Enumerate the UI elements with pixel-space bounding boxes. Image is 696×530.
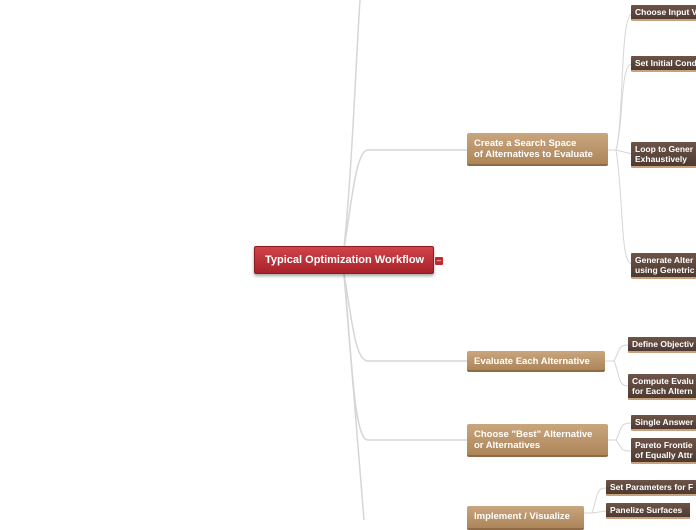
leaf-set-parameters[interactable]: Set Parameters for F: [606, 480, 696, 496]
leaf-label-line: using Genetric: [635, 265, 695, 275]
leaf-label-line: Single Answer: [635, 417, 694, 427]
branch-label-line: of Alternatives to Evaluate: [474, 149, 593, 160]
leaf-define-objective[interactable]: Define Objectiv: [628, 337, 696, 353]
connector-leaf-5: [604, 344, 629, 362]
leaf-label-line: Set Parameters for F: [610, 482, 694, 492]
branch-implement-visualize[interactable]: Implement / Visualize: [467, 506, 584, 530]
leaf-loop-to-generate[interactable]: Loop to Gener Exhaustively: [631, 142, 696, 168]
connector-leaf-7: [607, 422, 632, 441]
leaf-single-answer[interactable]: Single Answer: [631, 415, 696, 431]
branch-label-line: Implement / Visualize: [474, 511, 570, 522]
leaf-label-line: Loop to Gener: [635, 144, 694, 154]
leaf-label-line: Generate Alter: [635, 255, 694, 265]
leaf-label-line: Compute Evalu: [632, 376, 694, 386]
leaf-panelize-surfaces[interactable]: Panelize Surfaces: [606, 503, 690, 519]
connector-leaf-6: [613, 360, 629, 387]
root-topic-label: Typical Optimization Workflow: [265, 254, 425, 266]
connector-leaf-3: [615, 149, 633, 155]
leaf-choose-input[interactable]: Choose Input V: [631, 5, 696, 21]
connector-leaf-8: [615, 439, 632, 452]
leaf-label-line: Set Initial Cond: [635, 58, 696, 68]
branch-label-line: Evaluate Each Alternative: [474, 356, 590, 367]
leaf-pareto-frontier[interactable]: Pareto Frontie of Equally Attr: [631, 438, 696, 464]
connector-leaf-9: [583, 487, 607, 514]
leaf-label-line: for Each Altern: [632, 386, 693, 396]
leaf-set-initial-conditions[interactable]: Set Initial Cond: [631, 56, 696, 72]
connector-leaf-2: [615, 63, 633, 151]
leaf-label-line: Exhaustively: [635, 154, 687, 164]
connector-root-search-space: [343, 149, 467, 249]
leaf-label-line: Pareto Frontie: [635, 440, 693, 450]
collapse-minus-icon[interactable]: −: [435, 257, 443, 265]
connector-leaf-4: [615, 149, 633, 265]
leaf-label-line: Panelize Surfaces: [610, 505, 683, 515]
leaf-compute-evaluation[interactable]: Compute Evalu for Each Altern: [628, 374, 696, 400]
branch-label-line: Create a Search Space: [474, 138, 577, 149]
connector-top-offscreen: [343, 0, 361, 249]
branch-label-line: Choose "Best" Alternative: [474, 429, 593, 440]
branch-create-search-space[interactable]: Create a Search Space of Alternatives to…: [467, 133, 608, 166]
root-topic[interactable]: Typical Optimization Workflow: [254, 246, 434, 274]
branch-label-line: or Alternatives: [474, 440, 541, 451]
leaf-label-line: Choose Input V: [635, 7, 696, 17]
leaf-label-line: Define Objectiv: [632, 339, 694, 349]
connector-root-evaluate: [343, 273, 467, 362]
branch-evaluate-each-alternative[interactable]: Evaluate Each Alternative: [467, 351, 605, 372]
leaf-label-line: of Equally Attr: [635, 450, 693, 460]
connector-root-implement: [343, 273, 365, 520]
branch-choose-best-alternative[interactable]: Choose "Best" Alternative or Alternative…: [467, 424, 608, 457]
connector-leaf-10: [591, 510, 607, 514]
leaf-generate-alternatives[interactable]: Generate Alter using Genetric: [631, 253, 696, 279]
